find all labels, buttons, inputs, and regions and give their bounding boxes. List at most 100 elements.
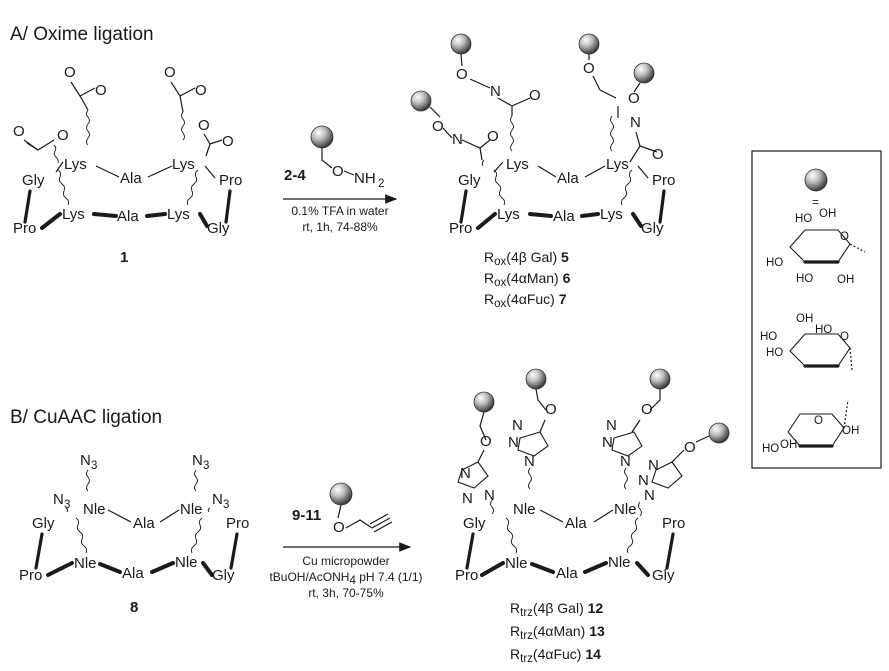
svg-text:O: O: [641, 401, 653, 418]
svg-text:Ala: Ala: [557, 170, 579, 187]
reagent-label-b: 9-11: [292, 507, 321, 524]
svg-text:2: 2: [378, 178, 384, 190]
svg-text:O: O: [487, 128, 499, 145]
svg-text:N: N: [452, 131, 463, 148]
svg-text:Nle: Nle: [513, 501, 536, 518]
svg-text:Lys: Lys: [497, 206, 520, 223]
svg-text:N: N: [53, 491, 64, 508]
svg-text:N: N: [462, 490, 473, 507]
condition-a-1: 0.1% TFA in water: [291, 204, 388, 218]
svg-text:N: N: [80, 452, 91, 469]
svg-text:Pro: Pro: [662, 515, 685, 532]
svg-text:O: O: [432, 118, 444, 135]
product-7-label: Rox(4αFuc) 7: [484, 291, 567, 310]
svg-text:Gly: Gly: [652, 567, 675, 584]
svg-text:OH: OH: [819, 208, 836, 220]
product-13-label: Rtrz(4αMan) 13: [510, 623, 605, 642]
compound-1: O O O O O O O O Lys Ala Lys: [13, 64, 242, 266]
svg-text:Lys: Lys: [167, 206, 190, 223]
legend-equals: =: [812, 197, 819, 209]
svg-text:Ala: Ala: [122, 565, 144, 582]
svg-text:HO: HO: [766, 257, 783, 269]
svg-text:O: O: [456, 66, 468, 83]
aldehyde-group-1: O O: [13, 123, 69, 164]
svg-text:O: O: [332, 163, 344, 180]
svg-text:O: O: [480, 433, 492, 450]
svg-text:3: 3: [223, 499, 229, 511]
svg-text:O: O: [684, 439, 696, 456]
svg-text:Gly: Gly: [463, 515, 486, 532]
condition-a-2: rt, 1h, 74-88%: [302, 220, 378, 234]
svg-text:Gly: Gly: [32, 515, 55, 532]
svg-text:N: N: [620, 453, 631, 470]
svg-text:Pro: Pro: [652, 172, 675, 189]
aldehyde-group-2: O O: [64, 64, 107, 146]
svg-text:O: O: [333, 519, 345, 536]
svg-text:HO: HO: [815, 324, 832, 336]
svg-text:Gly: Gly: [22, 172, 45, 189]
svg-text:HO: HO: [796, 273, 813, 285]
svg-text:Pro: Pro: [449, 220, 472, 237]
svg-text:O: O: [840, 331, 849, 343]
svg-text:Nle: Nle: [505, 555, 528, 572]
reagent-label-a: 2-4: [284, 167, 306, 184]
svg-text:Gly: Gly: [641, 220, 664, 237]
reaction-arrow-b: O 9-11 Cu micropowder tBuOH/AcONH4 pH 7.…: [269, 482, 423, 600]
product-12-label: Rtrz(4β Gal) 12: [510, 600, 603, 619]
svg-text:Nle: Nle: [614, 501, 637, 518]
svg-text:N: N: [644, 487, 655, 504]
svg-text:Ala: Ala: [120, 170, 142, 187]
svg-text:Nle: Nle: [83, 501, 106, 518]
condition-b-3: rt, 3h, 70-75%: [308, 586, 384, 600]
svg-text:O: O: [840, 231, 849, 243]
svg-text:O: O: [195, 82, 207, 99]
svg-text:Gly: Gly: [212, 567, 235, 584]
svg-text:OH: OH: [780, 439, 797, 451]
condition-b-2: tBuOH/AcONH4 pH 7.4 (1/1): [269, 570, 422, 587]
svg-text:HO: HO: [766, 347, 783, 359]
svg-text:N: N: [512, 417, 523, 434]
svg-text:N: N: [212, 491, 223, 508]
condition-b-1: Cu micropowder: [302, 554, 389, 568]
svg-text:Nle: Nle: [175, 554, 198, 571]
svg-text:N: N: [490, 83, 501, 100]
svg-text:O: O: [164, 64, 176, 81]
svg-text:Pro: Pro: [455, 567, 478, 584]
svg-text:3: 3: [203, 460, 209, 472]
svg-text:O: O: [628, 90, 640, 107]
compound-1-label: 1: [120, 249, 128, 266]
legend-sphere-icon: [804, 168, 828, 192]
svg-text:Nle: Nle: [180, 501, 203, 518]
svg-text:N: N: [630, 114, 641, 131]
reaction-arrow-a: O NH 2 2-4 0.1% TFA in water rt, 1h, 74-…: [283, 125, 398, 234]
svg-text:3: 3: [64, 499, 70, 511]
product-6-label: Rox(4αMan) 6: [484, 270, 571, 289]
svg-text:NH: NH: [354, 170, 376, 187]
svg-text:N: N: [638, 472, 649, 489]
svg-text:O: O: [529, 87, 541, 104]
svg-text:Ala: Ala: [565, 515, 587, 532]
carbohydrate-sphere-icon: [310, 125, 334, 149]
svg-text:HO: HO: [795, 213, 812, 225]
product-5-label: Rox(4β Gal) 5: [484, 249, 569, 268]
svg-text:Lys: Lys: [172, 156, 195, 173]
svg-text:Nle: Nle: [608, 554, 631, 571]
products-5-7: O N O O O N O O N O Lys Ala Lys Gly Pro …: [410, 33, 675, 310]
svg-text:N: N: [192, 452, 203, 469]
svg-text:Nle: Nle: [74, 555, 97, 572]
section-a-title: A/ Oxime ligation: [10, 24, 154, 45]
svg-text:OH: OH: [837, 274, 854, 286]
aldehyde-group-3: O O: [164, 64, 207, 141]
svg-text:Ala: Ala: [556, 565, 578, 582]
products-12-14: O N N N O N N N O N N N O N N N Nle Ala: [455, 368, 730, 665]
svg-text:Lys: Lys: [62, 206, 85, 223]
svg-text:O: O: [13, 123, 25, 140]
svg-text:O: O: [222, 133, 234, 150]
svg-text:N: N: [484, 487, 495, 504]
svg-text:Gly: Gly: [207, 220, 230, 237]
svg-text:Pro: Pro: [13, 220, 36, 237]
svg-text:Ala: Ala: [133, 515, 155, 532]
svg-text:N: N: [460, 465, 471, 482]
svg-text:HO: HO: [762, 443, 779, 455]
